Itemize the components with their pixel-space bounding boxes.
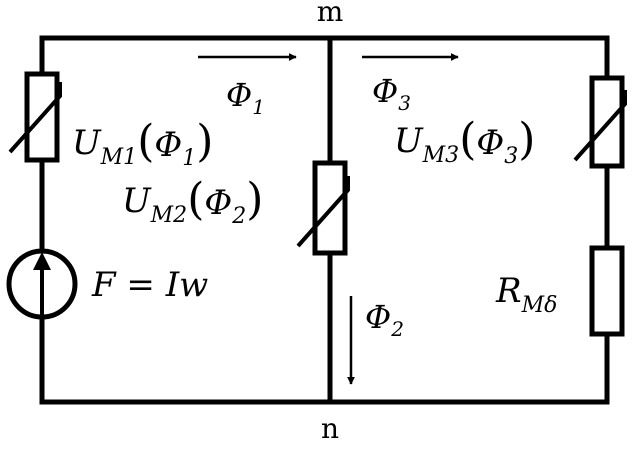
reluctance-um2: [296, 160, 350, 256]
label-phi2: Φ2: [365, 298, 404, 341]
label-um2: UM2(Φ2): [122, 174, 263, 229]
node-label-n: n: [321, 412, 339, 445]
label-um3: UM3(Φ3): [394, 114, 535, 169]
mmf-source: [6, 248, 78, 320]
label-um1: UM1(Φ1): [72, 116, 213, 171]
label-phi1: Φ1: [226, 76, 265, 119]
reluctance-um3: [573, 75, 627, 169]
node-label-m: m: [317, 0, 344, 28]
outer-loop: [39, 35, 610, 405]
reluctance-um1: [8, 71, 62, 163]
label-source: F = Iw: [91, 265, 208, 305]
label-air-gap: RMδ: [495, 271, 557, 318]
label-phi3: Φ3: [372, 72, 411, 115]
reluctance-air-gap: [589, 245, 625, 337]
